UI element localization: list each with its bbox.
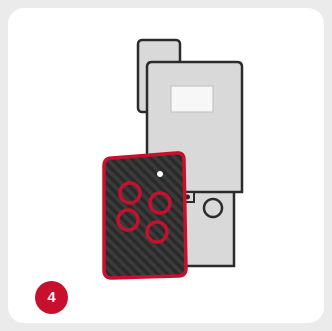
step-number-badge: 4 (35, 281, 68, 314)
receiver-button-icon (204, 199, 222, 217)
remote-body (104, 153, 186, 278)
remote-control-icon (104, 153, 186, 278)
remote-led-icon (157, 171, 163, 177)
receiver-display-icon (171, 86, 213, 112)
